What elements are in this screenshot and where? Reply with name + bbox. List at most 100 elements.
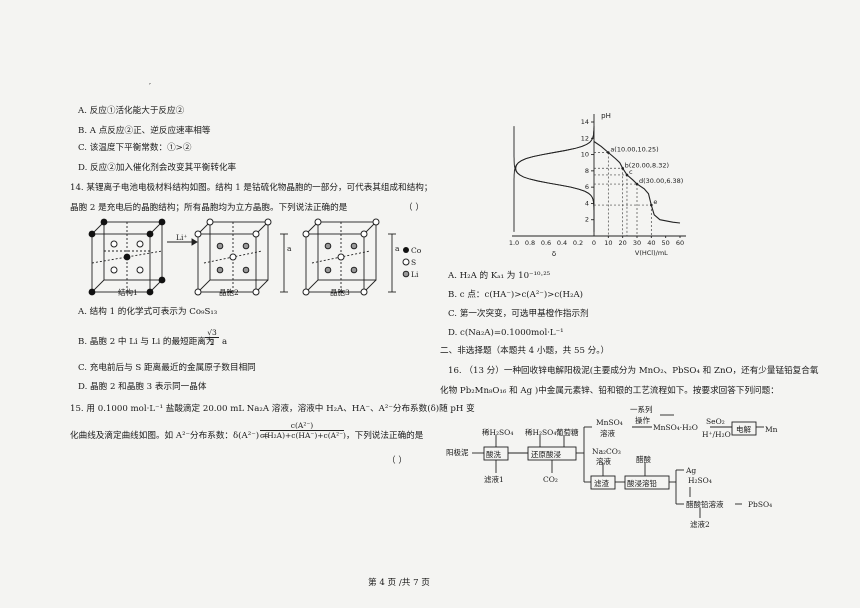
q13-option-d: D. 反应②加入催化剂会改变其平衡转化率: [78, 163, 237, 173]
y-axis-label: pH: [601, 112, 611, 120]
y-tick-label-14: 14: [581, 118, 589, 126]
process-flowchart: [472, 414, 764, 518]
flow-h2so4: H₂SO₄: [688, 476, 712, 485]
x-tick-label-10: 10: [604, 239, 612, 247]
structure1-caption: 结构1: [118, 288, 138, 297]
point-c-label: c: [629, 168, 633, 176]
q14-option-a: A. 结构 1 的化学式可表示为 Co₉S₁₃: [78, 307, 218, 317]
flow-box-electro-label: 电解: [736, 425, 751, 434]
flow-box-filter-label: 滤渣: [594, 479, 609, 488]
cell3-dim-label: a: [395, 244, 400, 253]
y-tick-label-6: 6: [585, 183, 589, 191]
q15-option-d: D. c(Na₂A)=0.1000mol·L⁻¹: [448, 328, 564, 338]
point-d: [635, 182, 639, 186]
flow-op1: 一系列: [630, 405, 653, 414]
delta-tick-label-0: 0: [592, 239, 596, 247]
legend-co: Co: [411, 246, 422, 255]
stray-mark: ′: [149, 82, 151, 92]
cell2-caption: 晶胞2: [219, 288, 239, 297]
flow-pbso4: PbSO₄: [748, 500, 773, 509]
titration-curve: [593, 141, 681, 224]
q15-stem-line2: 化曲线及滴定曲线如图。如 A²⁻分布系数：δ(A²⁻) =: [70, 431, 270, 441]
x-tick-label-30: 30: [633, 239, 641, 247]
li-ion-arrow-label: Li⁺: [176, 233, 188, 242]
q15-numerator: c(A²⁻): [260, 421, 344, 431]
q15-option-c: C. 第一次突变，可选甲基橙作指示剂: [448, 309, 589, 319]
q15-denominator: c(H₂A)+c(HA⁻)+c(A²⁻): [260, 431, 346, 440]
q14b-unit: a: [222, 337, 228, 347]
x-tick-label-20: 20: [619, 239, 627, 247]
x-tick-label-50: 50: [662, 239, 670, 247]
flow-pb-acetate: 醋酸铅溶液: [686, 500, 724, 509]
point-e: [650, 203, 653, 207]
q14-stem-line1: 14. 某锂离子电池电极材料结构如图。结构 1 是钴硫化物晶胞的一部分，可代表其…: [70, 183, 433, 193]
section-2-heading: 二、非选择题（本题共 4 小题，共 55 分。）: [440, 346, 610, 356]
q15-stem-line1: 15. 用 0.1000 mol·L⁻¹ 盐酸滴定 20.00 mL Na₂A …: [70, 404, 475, 414]
legend-s: S: [411, 258, 417, 267]
legend-li: Li: [411, 270, 419, 279]
q13-option-c: C. 该温度下平衡常数：①>②: [78, 143, 192, 153]
q14b-denominator: 2: [209, 338, 215, 347]
q15-stem-tail: ，下列说法正确的是: [346, 431, 424, 441]
q14-option-c: C. 充电前后与 S 距离最近的金属原子数目相同: [78, 363, 256, 373]
q13-option-b: B. A 点反应②正、逆反应速率相等: [78, 126, 211, 136]
point-a: [607, 151, 610, 154]
box-electrolysis: [731, 421, 757, 436]
flow-co2: CO₂: [543, 475, 558, 484]
y-tick-label-10: 10: [581, 151, 589, 159]
q15-option-b: B. c 点：c(HA⁻)>c(A²⁻)>c(H₂A): [448, 290, 584, 300]
point-e-label: e: [653, 198, 657, 206]
flow-acetic: 醋酸: [636, 455, 651, 464]
flow-acid2: 稀H₂SO₄: [525, 428, 557, 437]
crystal-structures-figure: [88, 218, 410, 296]
flow-glucose: 葡萄糖: [556, 428, 579, 437]
flow-mn: Mn: [765, 425, 778, 434]
delta-axis-label: δ: [552, 250, 556, 258]
flow-na2co3-soln: 溶液: [596, 457, 611, 466]
flow-na2co3: Na₂CO₃: [592, 447, 621, 456]
q14b-fraction: √3 2: [205, 328, 219, 347]
flow-filtrate1: 滤液1: [484, 475, 504, 484]
q15-option-a: A. H₂A 的 Kₐ₁ 为 10⁻¹⁰·²⁵: [448, 271, 551, 281]
x-axis-label: V(HCl)/mL: [635, 249, 668, 257]
point-b-label: b(20.00,8.32): [625, 161, 669, 169]
flow-box-acid-wash-label: 酸洗: [486, 450, 501, 459]
box-acid-leach-lead: [624, 475, 670, 490]
delta-tick-label-0.2: 0.2: [573, 239, 583, 247]
x-tick-label-40: 40: [647, 239, 655, 247]
y-tick-label-12: 12: [581, 134, 589, 142]
cell2-dim-label: a: [287, 244, 292, 253]
flow-h-h2o: H⁺/H₂O: [702, 430, 731, 439]
delta-tick-label-1.0: 1.0: [509, 239, 519, 247]
x-tick-label-60: 60: [676, 239, 684, 247]
flow-mnso4-1: MnSO₄: [596, 418, 623, 427]
delta-tick-label-0.8: 0.8: [525, 239, 535, 247]
flow-ag: Ag: [686, 466, 697, 475]
flow-mnso4-h2o: MnSO₄·H₂O: [653, 423, 698, 432]
y-tick-label-2: 2: [585, 216, 589, 224]
q14-stem-line2: 晶胞 2 是充电后的晶胞结构；所有晶胞均为立方晶胞。下列说法正确的是: [70, 203, 348, 213]
point-d-label: d(30.00,6.38): [639, 177, 683, 185]
q13-option-a: A. 反应①活化能大于反应②: [78, 106, 185, 116]
flow-box-leach-label: 酸浸溶铅: [627, 479, 657, 488]
delta-curve-ha-minus: [515, 126, 595, 232]
q15-fraction: c(A²⁻) c(H₂A)+c(HA⁻)+c(A²⁻): [260, 421, 346, 440]
flow-filtrate2: 滤液2: [690, 520, 710, 529]
q14b-numerator: √3: [205, 328, 219, 338]
q16-stem-line2: 化物 Pb₂Mn₈O₁₆ 和 Ag )中金属元素锌、铅和银的工艺流程如下。按要求…: [440, 386, 779, 396]
q14-answer-paren: （ ）: [404, 203, 424, 213]
flow-op2: 操作: [635, 416, 650, 425]
y-tick-label-8: 8: [585, 167, 589, 175]
q16-stem-line1: 16. （13 分）一种回收锌电解阳极泥(主要成分为 MnO₂、PbSO₄ 和 …: [448, 366, 819, 376]
delta-tick-label-0.6: 0.6: [541, 239, 551, 247]
flow-mnso4-2: 溶液: [600, 429, 615, 438]
y-tick-label-4: 4: [585, 199, 589, 207]
flow-acid1: 稀H₂SO₄: [482, 428, 514, 437]
point-c: [625, 173, 629, 177]
flow-box-reduce-label: 还原酸浸: [531, 450, 561, 459]
q15-answer-paren: （ ）: [387, 456, 407, 466]
flow-seo2: SeO₂: [706, 417, 725, 426]
page-footer: 第 4 页 /共 7 页: [368, 578, 430, 588]
q14-option-b: B. 晶胞 2 中 Li 与 Li 的最短距离为: [78, 337, 215, 347]
